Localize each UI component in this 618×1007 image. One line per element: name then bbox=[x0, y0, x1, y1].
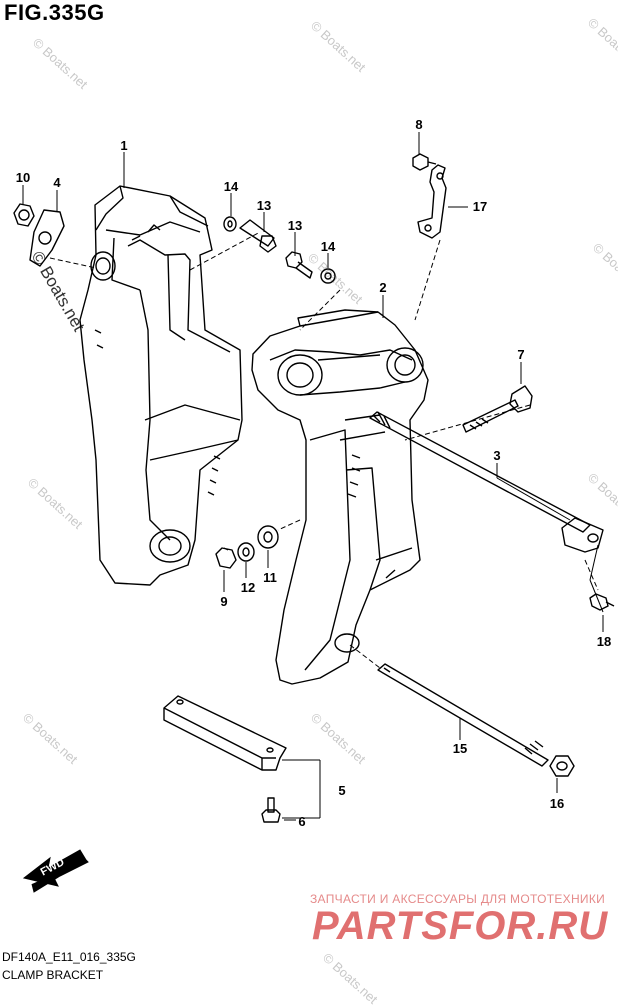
callout-1: 1 bbox=[120, 138, 127, 153]
part-10-nut bbox=[13, 203, 35, 227]
callout-14b: 14 bbox=[321, 239, 336, 254]
part-17-clip bbox=[417, 164, 447, 239]
diagram-code: DF140A_E11_016_335G bbox=[2, 950, 136, 964]
part-15-rod bbox=[377, 663, 549, 767]
part-6-bolt bbox=[261, 797, 281, 823]
fwd-arrow-icon: FWD bbox=[22, 849, 89, 893]
callout-2: 2 bbox=[379, 280, 386, 295]
callout-6: 6 bbox=[298, 814, 305, 829]
callout-13a: 13 bbox=[257, 198, 271, 213]
part-5-plate bbox=[163, 695, 287, 771]
promo-tagline: ЗАПЧАСТИ И АКСЕССУАРЫ ДЛЯ МОТОТЕХНИКИ bbox=[310, 892, 606, 906]
part-13-bolt-a bbox=[239, 219, 275, 247]
callout-11: 11 bbox=[263, 570, 277, 585]
diagram-caption: CLAMP BRACKET bbox=[2, 968, 104, 982]
part-1-left-bracket bbox=[79, 185, 243, 586]
callout-12: 12 bbox=[241, 580, 255, 595]
callout-labels: 1 2 3 4 5 6 7 8 9 10 11 12 13 13 14 14 1… bbox=[16, 117, 611, 829]
callout-13b: 13 bbox=[288, 218, 302, 233]
callout-15: 15 bbox=[453, 741, 467, 756]
part-4-plate bbox=[29, 209, 65, 267]
part-8-screw bbox=[412, 153, 437, 171]
figure-number: FIG.335G bbox=[4, 0, 105, 25]
promo-logo: PARTSFOR.RU bbox=[312, 904, 609, 948]
callout-14a: 14 bbox=[224, 179, 239, 194]
callout-7: 7 bbox=[517, 347, 524, 362]
part-14-washer-a bbox=[223, 216, 237, 232]
part-11-washer bbox=[257, 525, 279, 549]
callout-17: 17 bbox=[473, 199, 487, 214]
callout-18: 18 bbox=[597, 634, 611, 649]
callout-9: 9 bbox=[220, 594, 227, 609]
callout-10: 10 bbox=[16, 170, 30, 185]
callout-4: 4 bbox=[53, 175, 61, 190]
part-2-right-bracket bbox=[251, 309, 429, 685]
part-16-nut bbox=[549, 755, 575, 777]
part-9-nut bbox=[215, 547, 237, 569]
part-13-bolt-b bbox=[285, 251, 303, 269]
callout-3: 3 bbox=[493, 448, 500, 463]
part-7-bolt bbox=[462, 385, 533, 433]
callout-16: 16 bbox=[550, 796, 564, 811]
callout-8: 8 bbox=[415, 117, 422, 132]
part-14-washer-b bbox=[320, 268, 336, 284]
part-12-washer bbox=[237, 542, 255, 562]
callout-5: 5 bbox=[338, 783, 345, 798]
leader-lines bbox=[22, 132, 604, 821]
part-3-tilt-tube bbox=[369, 411, 604, 553]
